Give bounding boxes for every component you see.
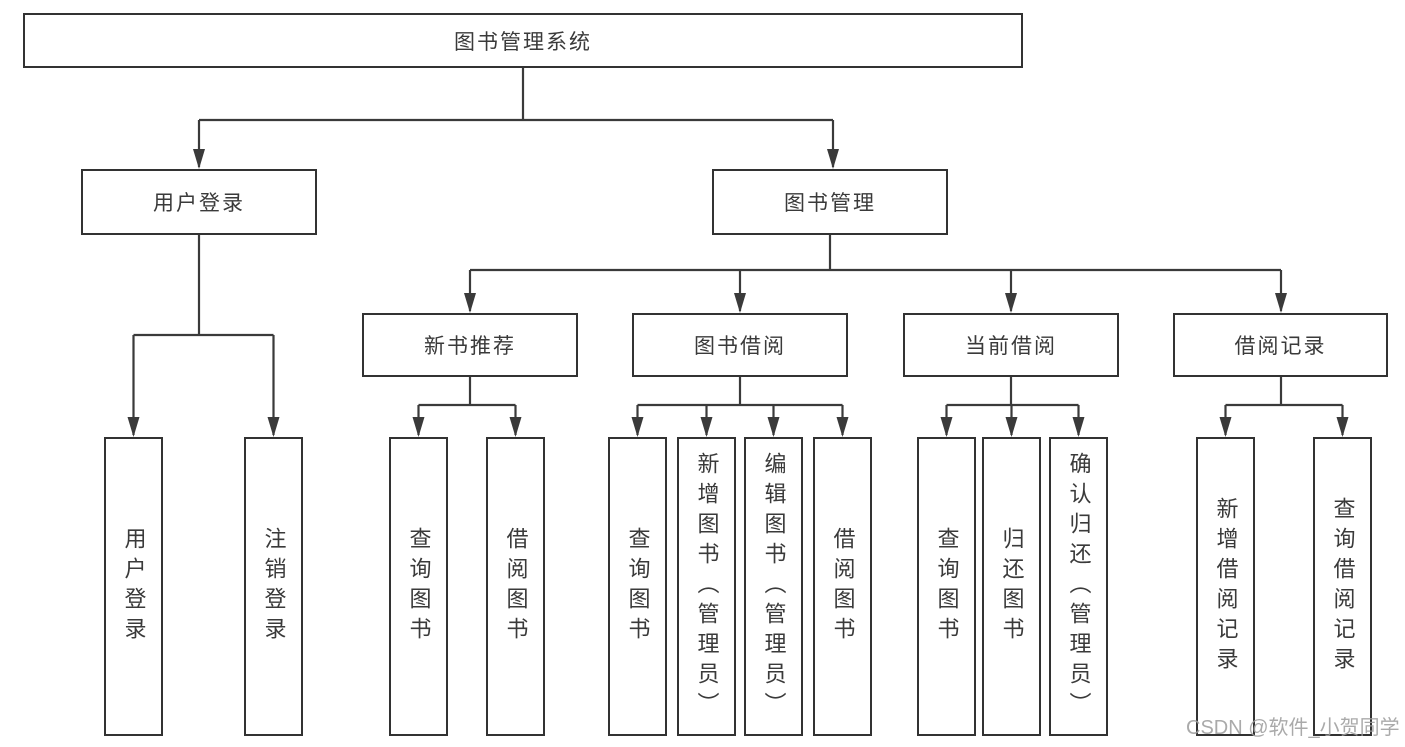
- node-user-login: 用户登录: [81, 169, 317, 235]
- node-borrowing-records: 借阅记录: [1173, 313, 1388, 377]
- leaf-query-books-current: 查询图书: [917, 437, 976, 736]
- leaf-logout: 注销登录: [244, 437, 303, 736]
- leaf-query-borrow-record-label: 查询借阅记录: [1330, 496, 1356, 677]
- leaf-borrow-books-recommend: 借阅图书: [486, 437, 545, 736]
- node-book-management: 图书管理: [712, 169, 948, 235]
- leaf-query-books-recommend-label: 查询图书: [406, 526, 432, 647]
- leaf-add-borrow-record-label: 新增借阅记录: [1213, 496, 1239, 677]
- leaf-query-books-borrow-label: 查询图书: [625, 526, 651, 647]
- watermark: CSDN @软件_小贺同学: [1186, 717, 1400, 739]
- leaf-user-login: 用户登录: [104, 437, 163, 736]
- leaf-borrow-books: 借阅图书: [813, 437, 872, 736]
- leaf-borrow-books-recommend-label: 借阅图书: [503, 526, 529, 647]
- leaf-return-book: 归还图书: [982, 437, 1041, 736]
- leaf-add-book-admin-label: 新增图书（管理员）: [694, 451, 720, 722]
- leaf-query-books-recommend: 查询图书: [389, 437, 448, 736]
- leaf-confirm-return-admin: 确认归还（管理员）: [1049, 437, 1108, 736]
- leaf-add-book-admin: 新增图书（管理员）: [677, 437, 736, 736]
- leaf-user-login-label: 用户登录: [121, 526, 147, 647]
- node-book-borrowing: 图书借阅: [632, 313, 848, 377]
- leaf-edit-book-admin: 编辑图书（管理员）: [744, 437, 803, 736]
- node-root: 图书管理系统: [23, 13, 1023, 68]
- leaf-query-books-current-label: 查询图书: [934, 526, 960, 647]
- leaf-edit-book-admin-label: 编辑图书（管理员）: [761, 451, 787, 722]
- node-current-borrowing: 当前借阅: [903, 313, 1119, 377]
- leaf-return-book-label: 归还图书: [999, 526, 1025, 647]
- node-new-book-recommend: 新书推荐: [362, 313, 578, 377]
- leaf-add-borrow-record: 新增借阅记录: [1196, 437, 1255, 736]
- leaf-borrow-books-label: 借阅图书: [830, 526, 856, 647]
- leaf-confirm-return-admin-label: 确认归还（管理员）: [1066, 451, 1092, 722]
- leaf-query-borrow-record: 查询借阅记录: [1313, 437, 1372, 736]
- leaf-query-books-borrow: 查询图书: [608, 437, 667, 736]
- leaf-logout-label: 注销登录: [261, 526, 287, 647]
